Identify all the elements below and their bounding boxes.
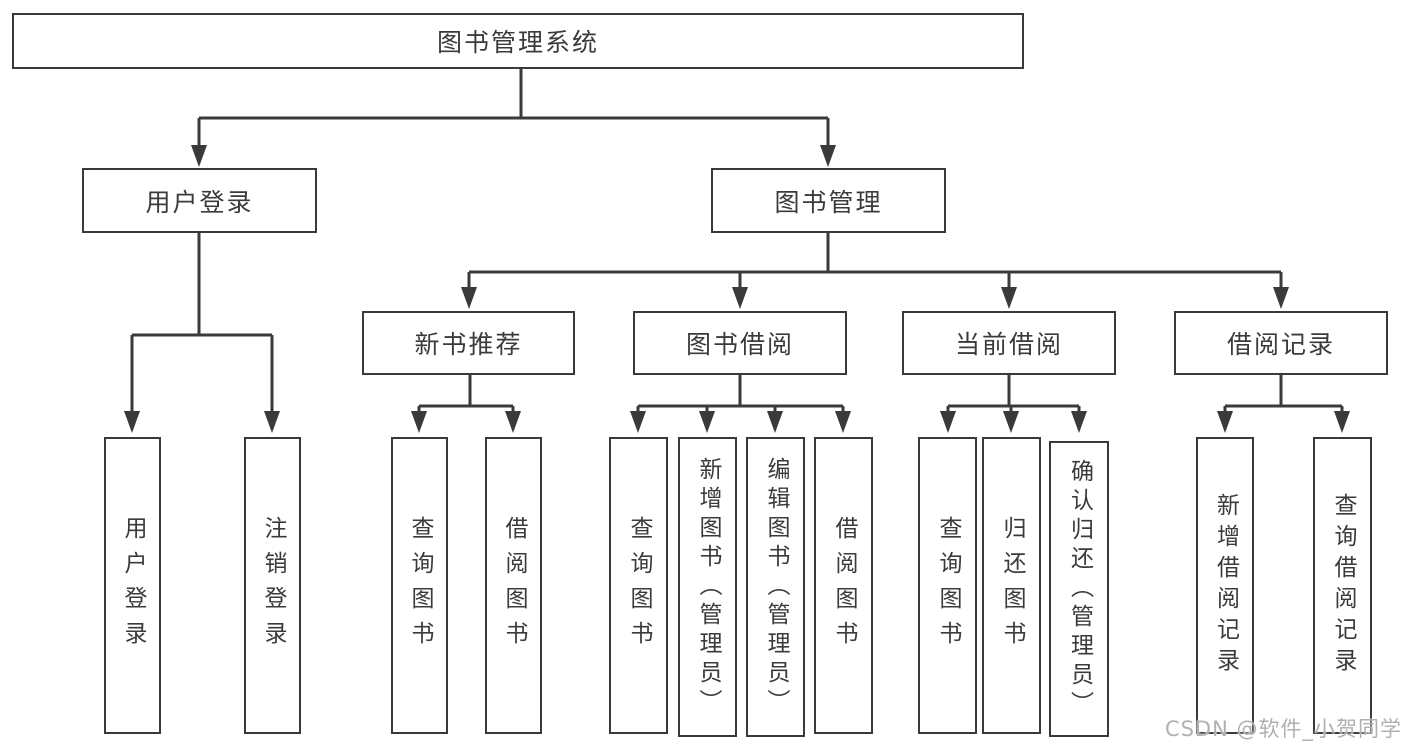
node-library-system: 图书管理系统 (12, 13, 1024, 69)
connector-current-borrow-branch (940, 375, 1087, 433)
connector-book-mgmt-branch (461, 233, 1289, 309)
node-new-book-recommend: 新书推荐 (362, 311, 575, 375)
arrowhead-icon (505, 411, 521, 433)
node-label: 归还图书 (999, 515, 1025, 656)
arrowhead-icon (461, 287, 477, 309)
node-leaf-query-book-3: 查询图书 (918, 437, 977, 734)
node-current-borrow: 当前借阅 (902, 311, 1116, 375)
arrowhead-icon (835, 411, 851, 433)
node-label: 借阅图书 (501, 515, 527, 656)
node-leaf-query-borrow-record: 查询借阅记录 (1313, 437, 1372, 734)
node-leaf-confirm-return-admin: 确认归还（管理员） (1049, 441, 1109, 737)
node-label: 查询图书 (626, 515, 652, 656)
node-label: 新书推荐 (414, 330, 523, 359)
node-label: 编辑图书（管理员） (763, 456, 789, 718)
node-label: 查询图书 (935, 515, 961, 656)
connector-book-borrow-branch (630, 375, 851, 433)
node-leaf-borrow-book-2: 借阅图书 (814, 437, 873, 734)
node-label: 图书管理系统 (436, 28, 599, 57)
node-leaf-query-book-1: 查询图书 (391, 437, 448, 734)
arrowhead-icon (630, 411, 646, 433)
node-label: 当前借阅 (954, 330, 1063, 359)
arrowhead-icon (1001, 287, 1017, 309)
node-borrow-record: 借阅记录 (1174, 311, 1388, 375)
node-book-borrow: 图书借阅 (633, 311, 847, 375)
arrowhead-icon (1334, 411, 1350, 433)
node-user-login: 用户登录 (82, 168, 317, 233)
arrowhead-icon (191, 145, 207, 167)
node-label: 查询图书 (407, 515, 433, 656)
node-leaf-logout: 注销登录 (244, 437, 301, 734)
arrowhead-icon (1071, 411, 1087, 433)
node-label: 用户登录 (145, 187, 254, 217)
arrowhead-icon (1003, 411, 1019, 433)
arrowhead-icon (124, 411, 140, 433)
node-label: 确认归还（管理员） (1066, 458, 1093, 720)
node-label: 注销登录 (260, 515, 286, 656)
node-book-management: 图书管理 (711, 168, 946, 233)
node-label: 借阅图书 (831, 515, 857, 656)
node-leaf-query-book-2: 查询图书 (609, 437, 668, 734)
arrowhead-icon (767, 411, 783, 433)
node-label: 用户登录 (120, 515, 146, 656)
node-label: 查询借阅记录 (1330, 492, 1356, 679)
arrowhead-icon (699, 411, 715, 433)
node-leaf-borrow-book-1: 借阅图书 (485, 437, 542, 734)
connector-new-book-branch (411, 375, 521, 433)
connector-user-login-branch (124, 233, 280, 433)
node-label: 新增借阅记录 (1212, 492, 1239, 679)
arrowhead-icon (411, 411, 427, 433)
connector-root-to-level2 (191, 69, 836, 167)
csdn-watermark: CSDN @软件_小贺同学 (1164, 717, 1402, 741)
node-label: 借阅记录 (1226, 330, 1335, 359)
arrowhead-icon (1273, 287, 1289, 309)
arrowhead-icon (820, 145, 836, 167)
node-label: 图书管理 (774, 187, 883, 217)
arrowhead-icon (940, 411, 956, 433)
node-leaf-user-login: 用户登录 (104, 437, 161, 734)
node-leaf-edit-book-admin: 编辑图书（管理员） (746, 437, 805, 737)
node-label: 图书借阅 (685, 330, 794, 359)
node-label: 新增图书（管理员） (695, 456, 721, 718)
node-leaf-add-borrow-record: 新增借阅记录 (1196, 437, 1254, 734)
arrowhead-icon (1217, 411, 1233, 433)
connector-borrow-record-branch (1217, 375, 1350, 433)
node-leaf-return-book: 归还图书 (982, 437, 1041, 734)
arrowhead-icon (264, 411, 280, 433)
arrowhead-icon (732, 287, 748, 309)
node-leaf-add-book-admin: 新增图书（管理员） (678, 437, 737, 737)
